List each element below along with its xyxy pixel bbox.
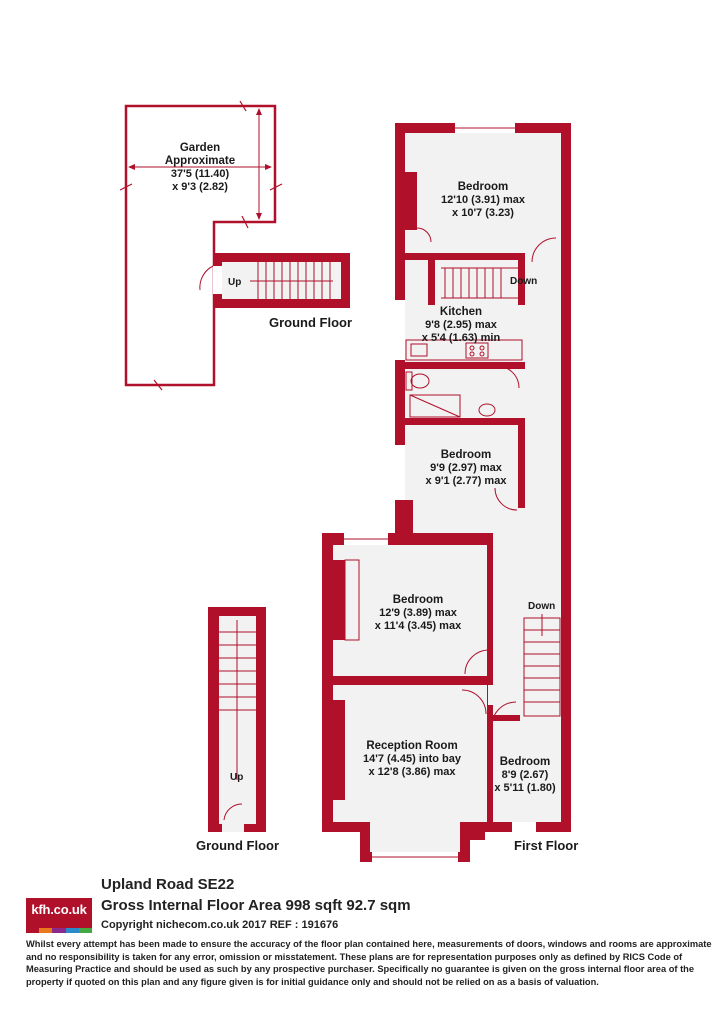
room-reception: Reception Room 14'7 (4.45) into bay x 12…: [363, 740, 462, 778]
garden-outline: [119, 100, 283, 391]
ground-floor-top-plan: [199, 253, 350, 308]
copyright: Copyright nichecom.co.uk 2017 REF : 1916…: [101, 919, 339, 931]
room-name: Kitchen: [440, 306, 482, 318]
garden-dim1: 37'5 (11.40): [171, 168, 230, 180]
logo-bar-segment: [52, 928, 66, 933]
ground-floor-top-label: Ground Floor: [269, 315, 352, 330]
room-name: Bedroom: [458, 181, 508, 193]
room-dim2: x 9'1 (2.77) max: [426, 475, 508, 487]
room-bedroom-2: Bedroom 9'9 (2.97) max x 9'1 (2.77) max: [426, 449, 508, 487]
room-bedroom-3: Bedroom 12'9 (3.89) max x 11'4 (3.45) ma…: [375, 594, 462, 632]
logo-text: kfh.co.uk: [31, 902, 87, 917]
room-dim1: 14'7 (4.45) into bay: [363, 753, 462, 765]
room-name: Bedroom: [441, 449, 491, 461]
ground-floor-bottom-label: Ground Floor: [196, 838, 279, 853]
floor-plan: Garden Approximate 37'5 (11.40) x 9'3 (2…: [119, 100, 578, 862]
kfh-logo: kfh.co.uk: [26, 898, 92, 930]
room-dim2: x 11'4 (3.45) max: [375, 620, 462, 632]
room-dim1: 12'9 (3.89) max: [379, 607, 458, 619]
first-floor-stairs-lower-label: Down: [528, 601, 555, 612]
garden-dim2: x 9'3 (2.82): [172, 181, 228, 193]
room-name: Bedroom: [500, 756, 550, 768]
ground-floor-bottom-stairs-label: Up: [230, 772, 243, 783]
room-dim1: 8'9 (2.67): [502, 769, 549, 781]
room-dim2: x 12'8 (3.86) max: [368, 766, 456, 778]
garden-name: Garden: [180, 142, 220, 154]
garden-note: Approximate: [165, 155, 235, 167]
first-floor-plan: [322, 123, 571, 862]
ground-floor-top-stairs-label: Up: [228, 277, 241, 288]
logo-bar-segment: [39, 928, 53, 933]
room-name: Bedroom: [393, 594, 443, 606]
logo-color-bar: [26, 928, 93, 933]
first-floor-stairs-upper-label: Down: [510, 276, 537, 287]
room-name: Reception Room: [366, 740, 457, 752]
room-dim1: 9'8 (2.95) max: [425, 319, 498, 331]
logo-bar-segment: [26, 928, 40, 933]
room-dim2: x 10'7 (3.23): [452, 207, 514, 219]
room-dim2: x 5'4 (1.63) min: [422, 332, 501, 344]
property-address: Upland Road SE22: [101, 876, 235, 893]
floor-area: Gross Internal Floor Area 998 sqft 92.7 …: [101, 897, 411, 914]
room-dim1: 12'10 (3.91) max: [441, 194, 526, 206]
room-dim1: 9'9 (2.97) max: [430, 462, 503, 474]
room-bedroom-4: Bedroom 8'9 (2.67) x 5'11 (1.80): [494, 756, 556, 794]
ground-floor-bottom-plan: [208, 607, 266, 832]
room-kitchen: Kitchen 9'8 (2.95) max x 5'4 (1.63) min: [422, 306, 501, 344]
room-dim2: x 5'11 (1.80): [494, 782, 556, 794]
disclaimer: Whilst every attempt has been made to en…: [26, 939, 712, 987]
logo-bar-segment: [65, 928, 79, 933]
first-floor-label: First Floor: [514, 838, 578, 853]
room-bedroom-1: Bedroom 12'10 (3.91) max x 10'7 (3.23): [441, 181, 526, 219]
logo-bar-segment: [78, 928, 93, 933]
